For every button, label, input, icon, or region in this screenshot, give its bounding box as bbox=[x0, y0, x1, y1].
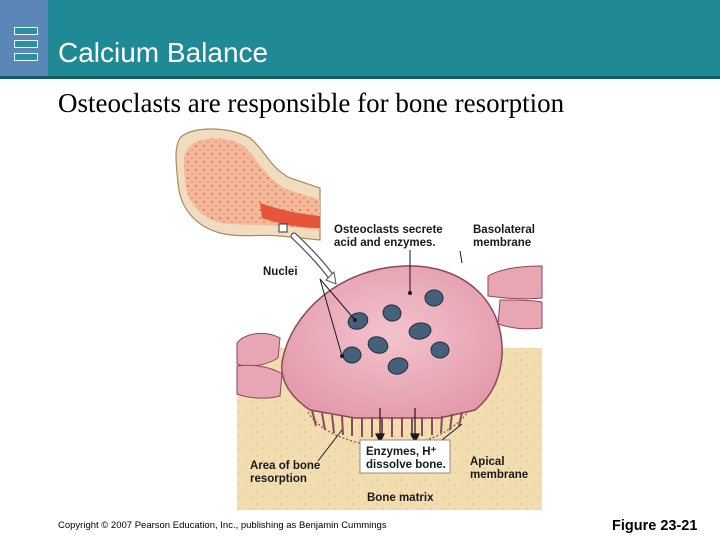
label-bone-matrix: Bone matrix bbox=[367, 492, 434, 504]
osteoclast-cell bbox=[281, 265, 503, 419]
slide-subtitle: Osteoclasts are responsible for bone res… bbox=[58, 88, 565, 118]
nuclei-group bbox=[342, 289, 450, 375]
label-apical-membrane: Apical membrane bbox=[470, 456, 529, 481]
label-enzymes-dissolve: Enzymes, H⁺ dissolve bone. bbox=[366, 446, 446, 471]
slide-title: Calcium Balance bbox=[58, 37, 269, 68]
osteoclast-figure: Osteoclasts secrete acid and enzymes. Ba… bbox=[170, 128, 550, 513]
label-area-of-resorption: Area of bone resorption bbox=[250, 460, 321, 485]
copyright-text: Copyright © 2007 Pearson Education, Inc.… bbox=[58, 520, 387, 531]
enzyme-arrows bbox=[375, 408, 420, 444]
lining-cells bbox=[236, 265, 543, 399]
osteoclast-illustration bbox=[175, 128, 543, 510]
header-accent-block bbox=[0, 0, 48, 76]
ruffled-border bbox=[311, 409, 463, 437]
figure-number: Figure 23-21 bbox=[612, 518, 698, 534]
label-basolateral-membrane: Basolateral membrane bbox=[473, 224, 536, 249]
leader-lines bbox=[317, 250, 463, 462]
slide-menu-icon bbox=[14, 27, 38, 63]
inset-marker bbox=[278, 223, 288, 233]
label-osteoclasts-secrete: Osteoclasts secrete acid and enzymes. bbox=[334, 224, 443, 249]
slide-header bbox=[0, 0, 720, 76]
enzymes-label-box bbox=[359, 439, 451, 474]
label-nuclei: Nuclei bbox=[263, 266, 298, 278]
header-divider bbox=[0, 76, 720, 79]
bone-section bbox=[175, 128, 321, 241]
